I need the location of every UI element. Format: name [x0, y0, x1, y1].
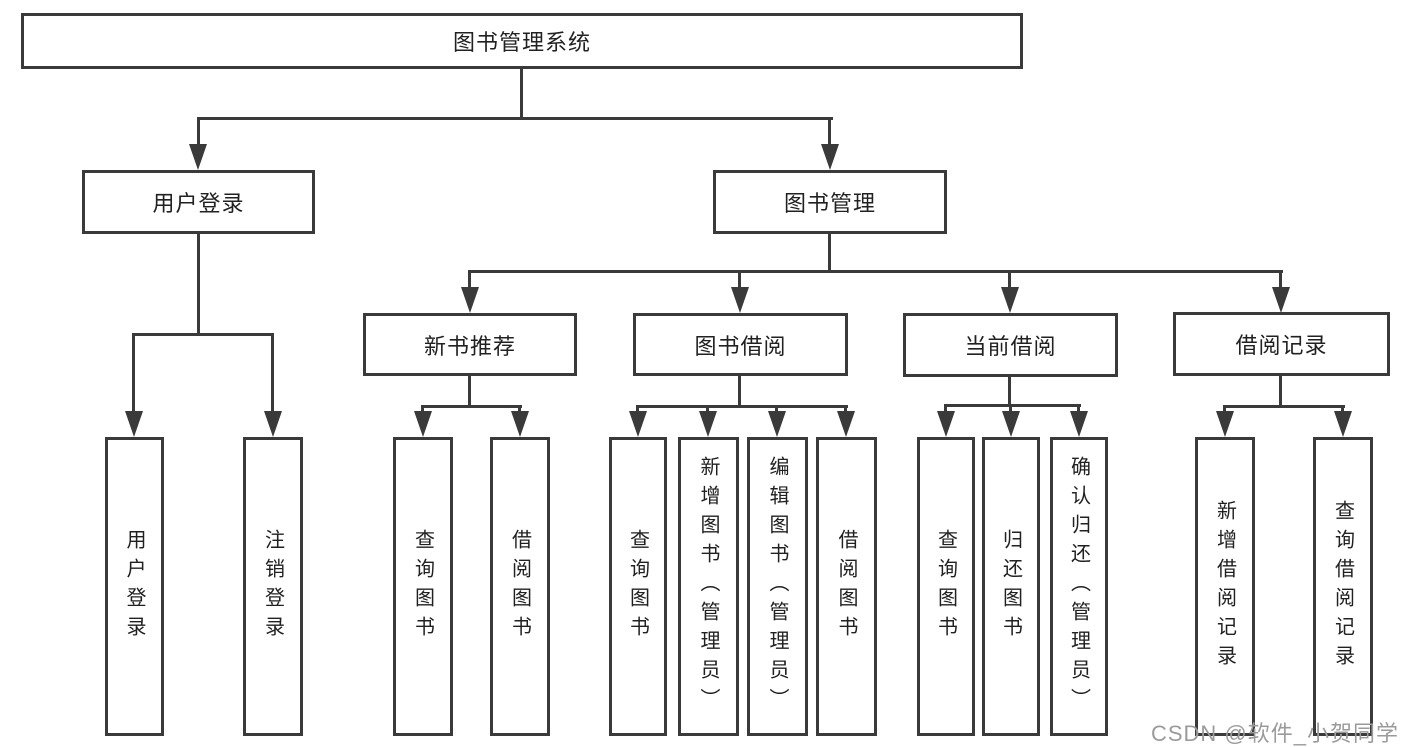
- arrow-down-icon: [1334, 411, 1352, 437]
- watermark: CSDN @软件_小贺同学: [1150, 721, 1399, 746]
- connector-line: [468, 376, 471, 407]
- leaf-query-borrow-record: 查询借阅记录: [1313, 437, 1373, 736]
- node-book-management: 图书管理: [713, 170, 947, 234]
- connector-line: [1341, 405, 1344, 414]
- node-label: 图书借阅: [694, 333, 787, 359]
- connector-line: [197, 117, 200, 147]
- arrow-down-icon: [1070, 411, 1088, 437]
- leaf-label: 借阅图书: [508, 528, 531, 645]
- connector-line: [1279, 270, 1282, 290]
- leaf-return-books: 归还图书: [982, 437, 1040, 736]
- connector-line: [421, 405, 522, 408]
- connector-line: [520, 69, 523, 120]
- leaf-confirm-return-admin: 确认归还（管理员）: [1050, 437, 1108, 736]
- leaf-label: 确认归还（管理员）: [1067, 456, 1090, 717]
- leaf-label: 用户登录: [123, 528, 145, 645]
- connector-line: [775, 405, 778, 414]
- leaf-label: 归还图书: [999, 528, 1022, 645]
- connector-line: [1223, 405, 1345, 408]
- arrow-down-icon: [1272, 287, 1290, 313]
- leaf-label: 注销登录: [261, 528, 284, 645]
- leaf-borrow-books: 借阅图书: [816, 437, 877, 736]
- leaf-label: 查询图书: [934, 528, 957, 645]
- connector-line: [738, 270, 741, 290]
- connector-line: [1009, 404, 1012, 414]
- node-label: 新书推荐: [423, 333, 516, 359]
- leaf-add-books-admin: 新增图书（管理员）: [678, 437, 739, 736]
- leaf-query-books-borrowing: 查询图书: [609, 437, 667, 736]
- leaf-label: 借阅图书: [835, 528, 857, 645]
- arrow-down-icon: [189, 144, 207, 170]
- connector-line: [271, 333, 274, 415]
- arrow-down-icon: [699, 411, 717, 437]
- arrow-down-icon: [1002, 411, 1020, 437]
- leaf-label: 查询借阅记录: [1331, 499, 1354, 674]
- connector-line: [944, 404, 947, 414]
- leaf-query-books-recommend: 查询图书: [393, 437, 453, 736]
- connector-line: [421, 405, 424, 414]
- connector-line: [1077, 404, 1080, 414]
- connector-line: [468, 270, 1283, 273]
- leaf-edit-books-admin: 编辑图书（管理员）: [747, 437, 808, 736]
- arrow-down-icon: [1216, 411, 1234, 437]
- leaf-add-borrow-record: 新增借阅记录: [1195, 437, 1255, 736]
- connector-line: [197, 117, 833, 120]
- arrow-down-icon: [837, 411, 855, 437]
- connector-line: [844, 405, 847, 414]
- connector-line: [197, 234, 200, 335]
- connector-line: [1279, 376, 1282, 407]
- connector-line: [828, 234, 831, 273]
- connector-line: [944, 404, 1081, 407]
- arrow-down-icon: [731, 287, 749, 313]
- node-label: 图书管理系统: [452, 30, 591, 55]
- node-borrowing-records: 借阅记录: [1173, 312, 1390, 376]
- connector-line: [132, 333, 274, 336]
- node-library-management-system: 图书管理系统: [21, 13, 1023, 69]
- connector-line: [1008, 377, 1011, 406]
- leaf-label: 查询图书: [626, 528, 649, 645]
- arrow-down-icon: [264, 411, 282, 437]
- connector-line: [1223, 405, 1226, 414]
- connector-line: [636, 405, 848, 408]
- arrow-down-icon: [461, 287, 479, 313]
- node-current-borrowing: 当前借阅: [903, 313, 1118, 377]
- connector-line: [468, 270, 471, 290]
- node-label: 用户登录: [152, 191, 245, 216]
- leaf-logout: 注销登录: [243, 437, 303, 736]
- node-book-borrowing: 图书借阅: [633, 313, 848, 376]
- arrow-down-icon: [1001, 287, 1019, 313]
- node-label: 借阅记录: [1235, 333, 1328, 358]
- arrow-down-icon: [125, 411, 143, 437]
- node-label: 当前借阅: [964, 334, 1057, 359]
- arrow-down-icon: [629, 411, 647, 437]
- connector-line: [132, 333, 135, 415]
- arrow-down-icon: [414, 411, 432, 437]
- connector-line: [738, 376, 741, 407]
- connector-line: [1008, 270, 1011, 290]
- leaf-label: 新增图书（管理员）: [697, 456, 719, 717]
- arrow-down-icon: [768, 411, 786, 437]
- arrow-down-icon: [937, 411, 955, 437]
- leaf-query-books-current: 查询图书: [917, 437, 975, 736]
- node-new-book-recommendation: 新书推荐: [363, 313, 577, 376]
- connector-line: [706, 405, 709, 414]
- connector-line: [518, 405, 521, 414]
- leaf-label: 查询图书: [411, 528, 434, 645]
- node-user-login: 用户登录: [82, 170, 315, 234]
- arrow-down-icon: [511, 411, 529, 437]
- connector-line: [828, 117, 831, 147]
- arrow-down-icon: [821, 144, 839, 170]
- leaf-label: 编辑图书（管理员）: [766, 456, 788, 717]
- node-label: 图书管理: [783, 191, 876, 216]
- leaf-borrow-books-recommend: 借阅图书: [490, 437, 550, 736]
- connector-line: [636, 405, 639, 414]
- leaf-label: 新增借阅记录: [1213, 499, 1236, 674]
- leaf-user-login: 用户登录: [105, 437, 164, 736]
